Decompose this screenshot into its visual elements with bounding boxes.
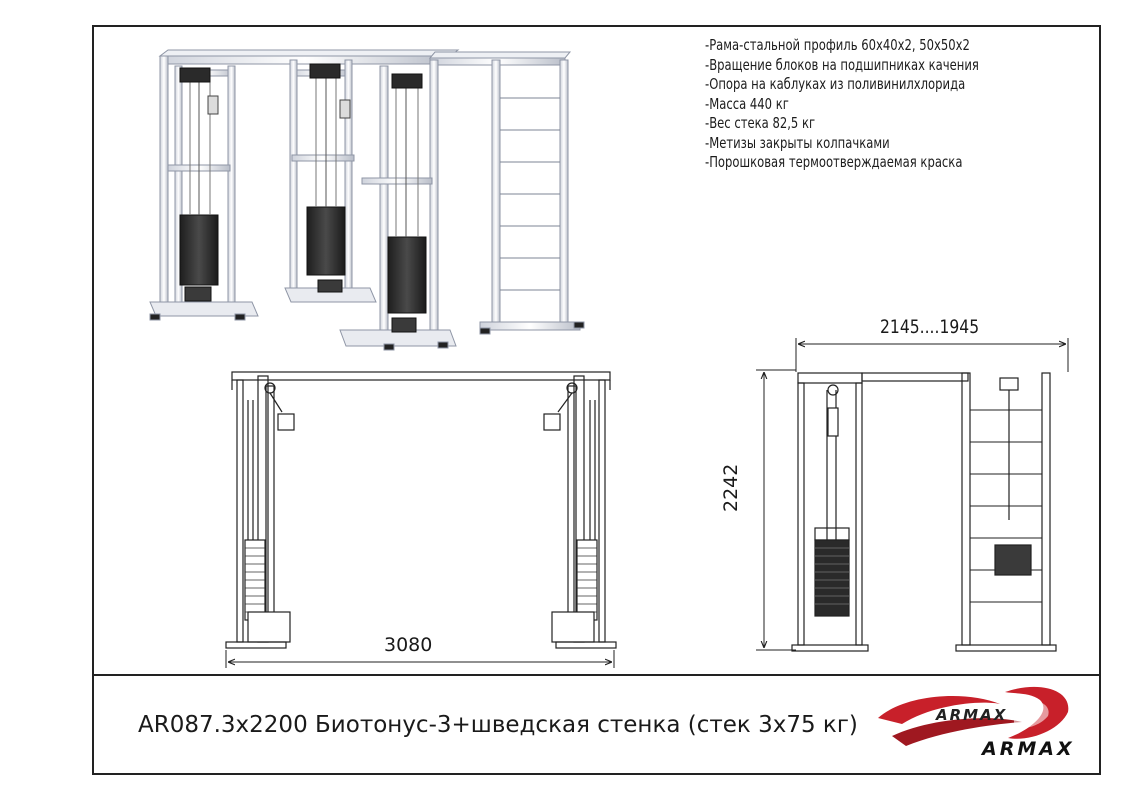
spec-list: -Рама-стальной профиль 60х40х2, 50х50х2 … xyxy=(705,36,1023,173)
isometric-render xyxy=(149,49,585,351)
product-title: AR087.3х2200 Биотонус-3+шведская стенка … xyxy=(138,712,858,738)
spec-item: -Порошковая термоотверждаемая краска xyxy=(705,153,963,171)
top-beams xyxy=(158,49,572,77)
side-height-label: 2242 xyxy=(720,463,742,512)
brand-wordmark-small: ARMAX xyxy=(936,706,1008,724)
side-height-dimension xyxy=(756,369,796,651)
side-view xyxy=(791,372,1057,652)
spec-item: -Масса 440 кг xyxy=(705,94,789,113)
spec-item: -Рама-стальной профиль 60х40х2, 50х50х2 xyxy=(705,36,970,54)
spec-item: -Вращение блоков на подшипниках качения xyxy=(705,55,979,74)
armax-logo-mark xyxy=(878,686,1069,746)
spec-item: -Вес стека 82,5 кг xyxy=(705,114,816,132)
spec-item: -Метизы закрыты колпачками xyxy=(705,133,890,152)
front-left-stack xyxy=(245,547,265,613)
front-width-dimension xyxy=(225,650,615,668)
front-width-label: 3080 xyxy=(384,634,433,656)
spec-item: -Опора на каблуках из поливинилхлорида xyxy=(705,75,966,93)
brand-wordmark: ARMAX xyxy=(982,738,1075,760)
station-2 xyxy=(284,59,377,303)
wall-bars-3d xyxy=(479,59,585,335)
front-view xyxy=(225,371,617,649)
outer-frame xyxy=(92,25,1101,775)
side-width-label: 2145....1945 xyxy=(880,316,980,338)
side-width-dimension xyxy=(795,338,1069,372)
station-3 xyxy=(339,59,457,351)
station-1 xyxy=(149,55,259,321)
